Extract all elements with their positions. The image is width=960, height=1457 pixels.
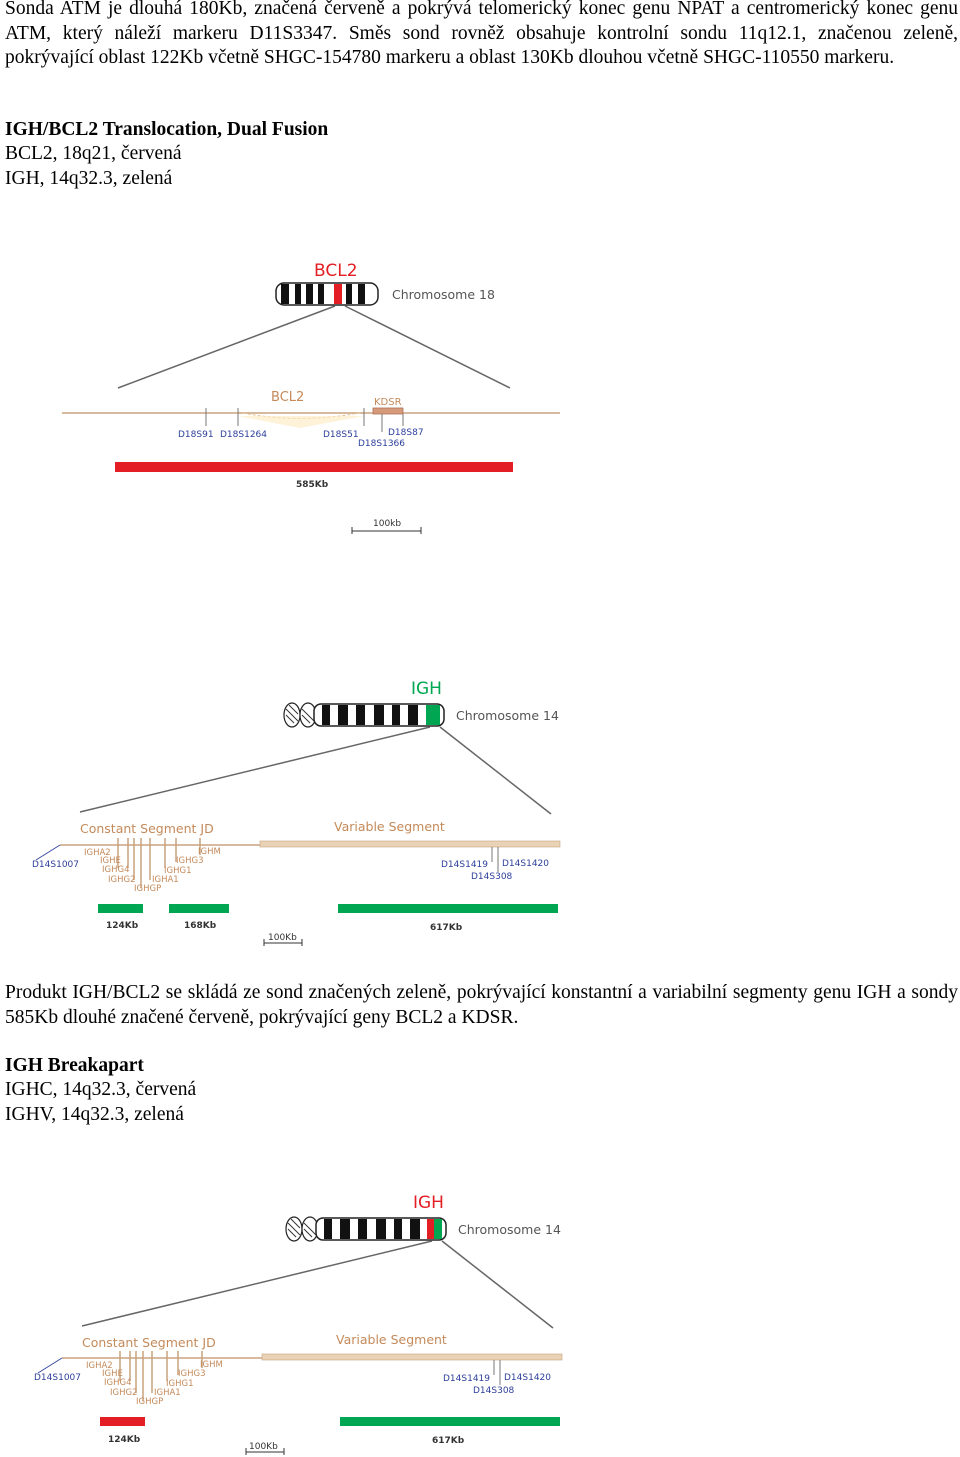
probe-617kb-bar-2 — [340, 1417, 560, 1426]
marker-d14s308-1: D14S308 — [471, 872, 513, 882]
chromosome-18-ideogram — [275, 282, 379, 306]
probe-585kb-bar — [115, 462, 513, 472]
chromosome-14-label-2: Chromosome 14 — [458, 1222, 561, 1237]
gene-ighg3-2: IGHG3 — [178, 1369, 205, 1379]
marker-d14s1007-1: D14S1007 — [32, 860, 79, 870]
igh1-chrom-gene-label: IGH — [411, 679, 442, 699]
kdsr-label: KDSR — [374, 397, 402, 408]
marker-d18s91: D18S91 — [178, 430, 214, 440]
gene-igha2-2: IGHA2 — [86, 1361, 113, 1371]
scale-label-100kb-2: 100Kb — [249, 1442, 278, 1452]
constant-segment-label-1: Constant Segment JD — [80, 821, 214, 836]
gene-ighgp-2: IGHGP — [136, 1397, 163, 1407]
marker-d18s87: D18S87 — [388, 428, 424, 438]
gene-ighg1-2: IGHG1 — [166, 1379, 193, 1389]
variable-segment-label-2: Variable Segment — [336, 1332, 447, 1347]
section3-line1: IGHC, 14q32.3, červená — [5, 1079, 197, 1100]
gene-ighm-1: IGHM — [198, 847, 221, 857]
scale-bar-100kb-1: 100Kb — [263, 933, 303, 946]
section3-title: IGH Breakapart — [5, 1055, 144, 1076]
gene-igha1-2: IGHA1 — [154, 1388, 181, 1398]
chromosome-14-ideogram-1 — [283, 702, 445, 728]
bcl2-region-label: BCL2 — [271, 390, 304, 405]
chromosome-18-label: Chromosome 18 — [392, 287, 495, 302]
constant-segment-label-2: Constant Segment JD — [82, 1335, 216, 1350]
gene-ighm-2: IGHM — [200, 1360, 223, 1370]
section1-line1: BCL2, 18q21, červená — [5, 143, 182, 164]
section1-title: IGH/BCL2 Translocation, Dual Fusion — [5, 119, 329, 140]
gene-ighg4-1: IGHG4 — [102, 865, 129, 875]
chromosome-14-ideogram-2 — [285, 1216, 447, 1242]
marker-d14s1419-2: D14S1419 — [443, 1374, 490, 1384]
marker-d14s1420-1: D14S1420 — [502, 859, 549, 869]
bcl2-figure: BCL2 Chromosome 18 BCL2 KDSR D18S91 D18S… — [62, 261, 560, 534]
probe-168kb-bar-1 — [169, 904, 229, 913]
scale-bar-100kb: 100kb — [351, 519, 422, 534]
variable-segment-label-1: Variable Segment — [334, 819, 445, 834]
probe-168kb-label-1: 168Kb — [184, 921, 217, 931]
marker-d14s308-2: D14S308 — [473, 1386, 515, 1396]
scale-label-100kb: 100kb — [373, 519, 401, 529]
section1-line2: IGH, 14q32.3, zelená — [5, 168, 173, 189]
probe-617kb-bar-1 — [338, 904, 558, 913]
igh-figure-2: IGH Chromosome 14 Constant Segment JD Va… — [34, 1193, 563, 1455]
section3-line2: IGHV, 14q32.3, zelená — [5, 1104, 184, 1125]
scale-label-100kb-1: 100Kb — [268, 933, 297, 943]
gene-ighg1-1: IGHG1 — [164, 866, 191, 876]
igh2-chrom-gene-label: IGH — [413, 1193, 444, 1213]
gene-ighgp-1: IGHGP — [134, 884, 161, 894]
scale-bar-100kb-2: 100Kb — [245, 1442, 285, 1455]
gene-ighg4-2: IGHG4 — [104, 1378, 131, 1388]
gene-ighg3-1: IGHG3 — [176, 856, 203, 866]
gene-ighg2-2: IGHG2 — [110, 1388, 137, 1398]
gene-igha1-1: IGHA1 — [152, 875, 179, 885]
chromosome-14-label-1: Chromosome 14 — [456, 708, 559, 723]
section2-paragraph: Produkt IGH/BCL2 se skládá ze sond znače… — [5, 982, 958, 1028]
probe-124kb-bar-2 — [100, 1417, 145, 1426]
marker-d14s1007-2: D14S1007 — [34, 1373, 81, 1383]
marker-d14s1419-1: D14S1419 — [441, 860, 488, 870]
probe-124kb-label-1: 124Kb — [106, 921, 139, 931]
gene-ighe-2: IGHE — [102, 1369, 123, 1379]
gene-ighg2-1: IGHG2 — [108, 875, 135, 885]
intro-paragraph: Sonda ATM je dlouhá 180Kb, značená červe… — [5, 0, 958, 68]
gene-igha2-1: IGHA2 — [84, 848, 111, 858]
marker-d14s1420-2: D14S1420 — [504, 1373, 551, 1383]
probe-617kb-label-2: 617Kb — [432, 1436, 465, 1446]
marker-d18s1366: D18S1366 — [358, 439, 405, 449]
marker-d18s1264: D18S1264 — [220, 430, 267, 440]
probe-124kb-label-2: 124Kb — [108, 1435, 141, 1445]
bcl2-chrom-gene-label: BCL2 — [314, 261, 358, 281]
probe-124kb-bar-1 — [98, 904, 143, 913]
probe-585kb-label: 585Kb — [296, 480, 329, 490]
gene-ighe-1: IGHE — [100, 856, 121, 866]
marker-d18s51: D18S51 — [323, 430, 359, 440]
igh-figure-1: IGH Chromosome 14 Constant Segment JD Va… — [32, 679, 561, 946]
probe-617kb-label-1: 617Kb — [430, 923, 463, 933]
